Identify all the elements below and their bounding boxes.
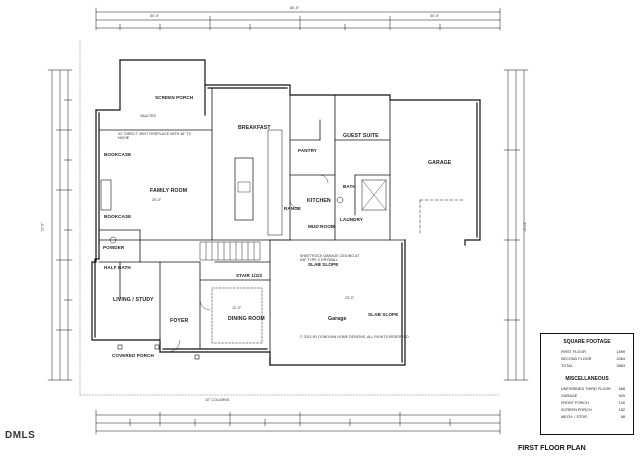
fireplace [100,179,112,211]
dim-garage-depth: 23'-0" [345,296,355,300]
misc-row: FRONT PORCH 130 [561,401,625,405]
left-dimension-lines [47,69,73,381]
bath-label: BATH [343,184,356,189]
misc-row-value: 568 [618,387,625,391]
misc-row-value: 929 [618,394,625,398]
garage-note: SHEETROCK GARAGE CEILING AT 5/8" TYPE X … [300,254,360,263]
family-room-label: FAMILY ROOM [150,188,188,194]
misc-row: SCREEN PORCH 182 [561,408,625,412]
misc-row-label: SCREEN PORCH [561,408,592,412]
slab-slope-1-label: SLAB SLOPE [308,262,339,267]
dining-room-label: DINING ROOM [228,316,265,322]
sqft-row-label: SECOND FLOOR [561,357,592,361]
misc-row-label: FRONT PORCH [561,401,589,405]
dim-overall-left: 72'-0" [40,222,45,232]
foyer-label: FOYER [170,318,189,324]
bottom-dimension-lines [95,409,501,435]
range-label: RANGE [284,206,302,211]
sqft-row: SECOND FLOOR 2064 [561,357,625,361]
bookcase-2-label: BOOKCASE [104,214,132,219]
garage-doors [404,199,466,361]
garage-upper-label: GARAGE [428,160,452,166]
breakfast-label: BREAKFAST [238,125,271,131]
square-footage-heading: SQUARE FOOTAGE [563,339,611,345]
plan-title: FIRST FLOOR PLAN [518,445,586,452]
dim-top-left: 50'-0" [150,14,160,18]
sqft-row-value: 3963 [616,364,625,368]
laundry-label: LAUNDRY [340,217,363,222]
site-lines [79,39,501,396]
kitchen-counters [267,129,283,236]
pantry-label: PANTRY [298,148,317,153]
miscellaneous-heading: MISCELLANEOUS [565,376,609,382]
right-dimension-lines [503,69,529,381]
powder-label: POWDER [103,245,125,250]
misc-row-value: 68 [620,415,625,419]
garage-lower-label: Garage [328,316,347,322]
dim-family-room: 20'-0" [152,198,162,202]
sqft-row-label: FIRST FLOOR [561,350,587,354]
misc-row-label: MECH. / STOR. [561,415,588,419]
copyright-note: © 2021 BY DONOVAN HOME DESIGNS, ALL RIGH… [300,335,409,339]
fireplace-note: 42" DIRECT VENT FIREPLACE WITH 36" TV NI… [118,132,192,141]
misc-row: GARAGE 929 [561,394,625,398]
interior-walls [98,87,406,353]
porch-columns [117,344,200,360]
top-dimension-lines [95,7,501,31]
guest-suite-label: GUEST SUITE [343,133,379,139]
screen-porch-label: SCREEN PORCH [155,95,194,100]
square-footage-table: SQUARE FOOTAGE FIRST FLOOR 1899 SECOND F… [540,333,634,435]
columns-note: 10" COLUMNS [205,398,230,402]
sqft-row-label: TOTAL [561,364,573,368]
misc-row: MECH. / STOR. 68 [561,415,625,419]
covered-porch-label: COVERED PORCH [112,353,154,358]
misc-row: UNFINISHED THIRD FLOOR 568 [561,387,625,391]
vaulted-note: VAULTED [140,114,157,118]
exterior-walls [91,59,481,366]
living-study-label: LIVING / STUDY [113,297,154,303]
slab-slope-2-label: SLAB SLOPE [368,312,399,317]
sqft-row-value: 1899 [616,350,625,354]
shower [361,179,387,211]
dining-ceiling-box [211,287,263,344]
misc-row-label: UNFINISHED THIRD FLOOR [561,387,611,391]
toilet [336,196,344,204]
dim-overall-right: 57'-0" [522,222,527,232]
misc-row-value: 130 [618,401,625,405]
dim-overall-top: 80'-0" [290,6,300,10]
bookcase-1-label: BOOKCASE [104,152,132,157]
stair-label: STAIR 1/2/3 [236,273,263,278]
door-swings [167,174,329,353]
watermark-logo: DMLS [5,430,36,441]
sqft-row-value: 2064 [616,357,625,361]
sqft-row: TOTAL 3963 [561,364,625,368]
kitchen-island [234,157,254,221]
dim-top-right: 30'-0" [430,14,440,18]
dim-dining: 12'-0" [232,306,242,310]
half-bath-label: HALF BATH [104,265,131,270]
kitchen-label: KITCHEN [307,198,331,204]
misc-row-value: 182 [618,408,625,412]
sqft-row: FIRST FLOOR 1899 [561,350,625,354]
stair [199,241,261,261]
misc-row-label: GARAGE [561,394,578,398]
mud-room-label: MUD ROOM [308,224,335,229]
